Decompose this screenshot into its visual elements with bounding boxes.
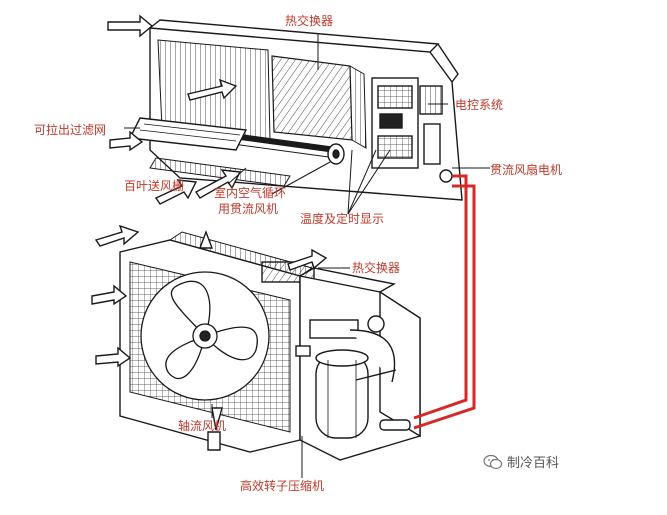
axial-fan-blades xyxy=(140,271,270,401)
label-control-system: 电控系统 xyxy=(455,98,504,112)
indoor-heat-exchanger xyxy=(271,55,367,149)
airflow-arrows-indoor xyxy=(107,14,242,205)
indoor-unit xyxy=(107,14,463,205)
label-heat-exchanger-indoor: 热交换器 xyxy=(285,14,334,28)
label-axial-fan: 轴流风机 xyxy=(178,419,227,433)
label-display: 温度及定时显示 xyxy=(300,212,385,226)
label-indoor-fan-2: 用贯流风机 xyxy=(218,202,279,216)
compressor xyxy=(295,315,411,439)
label-removable-filter: 可拉出过滤网 xyxy=(34,123,107,137)
label-heat-exchanger-outdoor: 热交换器 xyxy=(352,261,401,275)
refrigerant-pipes xyxy=(413,174,476,430)
leader-lines xyxy=(124,34,490,478)
outdoor-unit xyxy=(91,224,421,461)
watermark-text: 制冷百科 xyxy=(507,456,560,471)
airflow-arrows-outdoor xyxy=(91,224,328,451)
label-louver-grille: 百叶送风栅 xyxy=(124,179,185,193)
label-crossflow-motor: 贯流风扇电机 xyxy=(490,163,563,177)
pull-out-filter xyxy=(128,117,248,151)
label-indoor-fan-1: 室内空气循环 xyxy=(214,186,287,200)
watermark: 制冷百科 xyxy=(483,452,559,471)
control-box xyxy=(371,77,453,183)
wechat-icon xyxy=(483,454,503,469)
label-compressor: 高效转子压缩机 xyxy=(240,479,325,493)
louver-grille xyxy=(149,157,291,187)
